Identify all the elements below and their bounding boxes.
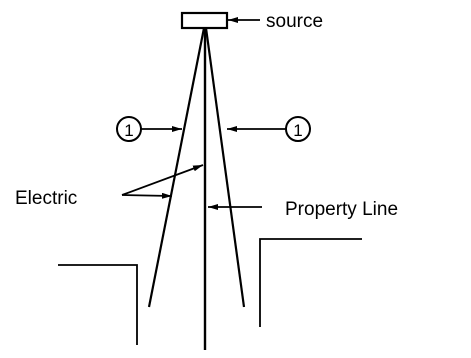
property-line-label: Property Line xyxy=(285,199,398,220)
source-box xyxy=(180,11,229,30)
building-right-outline xyxy=(259,238,362,327)
electric-arrow-upper xyxy=(121,164,204,196)
electric-label: Electric xyxy=(15,188,77,209)
callout-number-right: 1 xyxy=(293,121,302,140)
electric-line-right xyxy=(204,27,246,308)
electric-arrow-lower xyxy=(121,192,173,199)
source-label: source xyxy=(266,11,323,32)
building-left-outline xyxy=(58,264,138,345)
electric-line-left xyxy=(147,27,206,308)
callout-number-left: 1 xyxy=(124,121,133,140)
